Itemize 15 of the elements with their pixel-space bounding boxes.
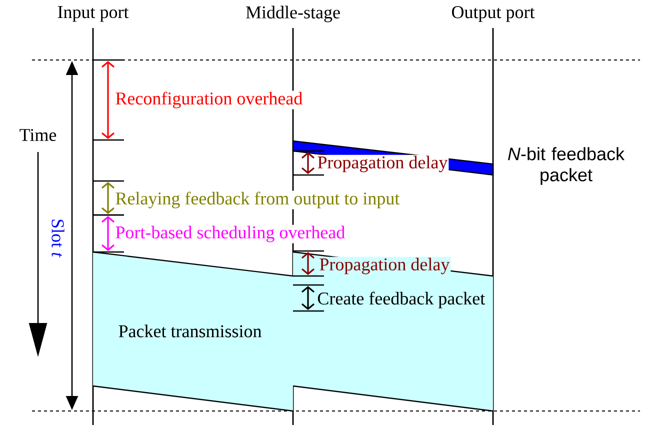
slot-label: Slot t [52,220,64,258]
node-label: Packet transmission [118,324,262,338]
interval-label: Create feedback packet [318,292,486,308]
packet-band [292,251,494,412]
column-heading: Middle-stage [246,6,340,22]
interval-label: Reconfiguration overhead [114,90,304,110]
axis-label: Time [20,128,56,142]
packet-band: Packet transmission [92,251,294,412]
interval-label: Port-based scheduling overhead [114,224,346,244]
column-heading: Input port [58,6,129,22]
column-heading: Output port [452,6,535,22]
interval-label: Propagation delay [318,256,451,276]
interval-label: Propagation delay [316,154,449,174]
node-caption: N-bit feedback packet [508,147,625,185]
interval-label: Relaying feedback from output to input [114,190,401,210]
